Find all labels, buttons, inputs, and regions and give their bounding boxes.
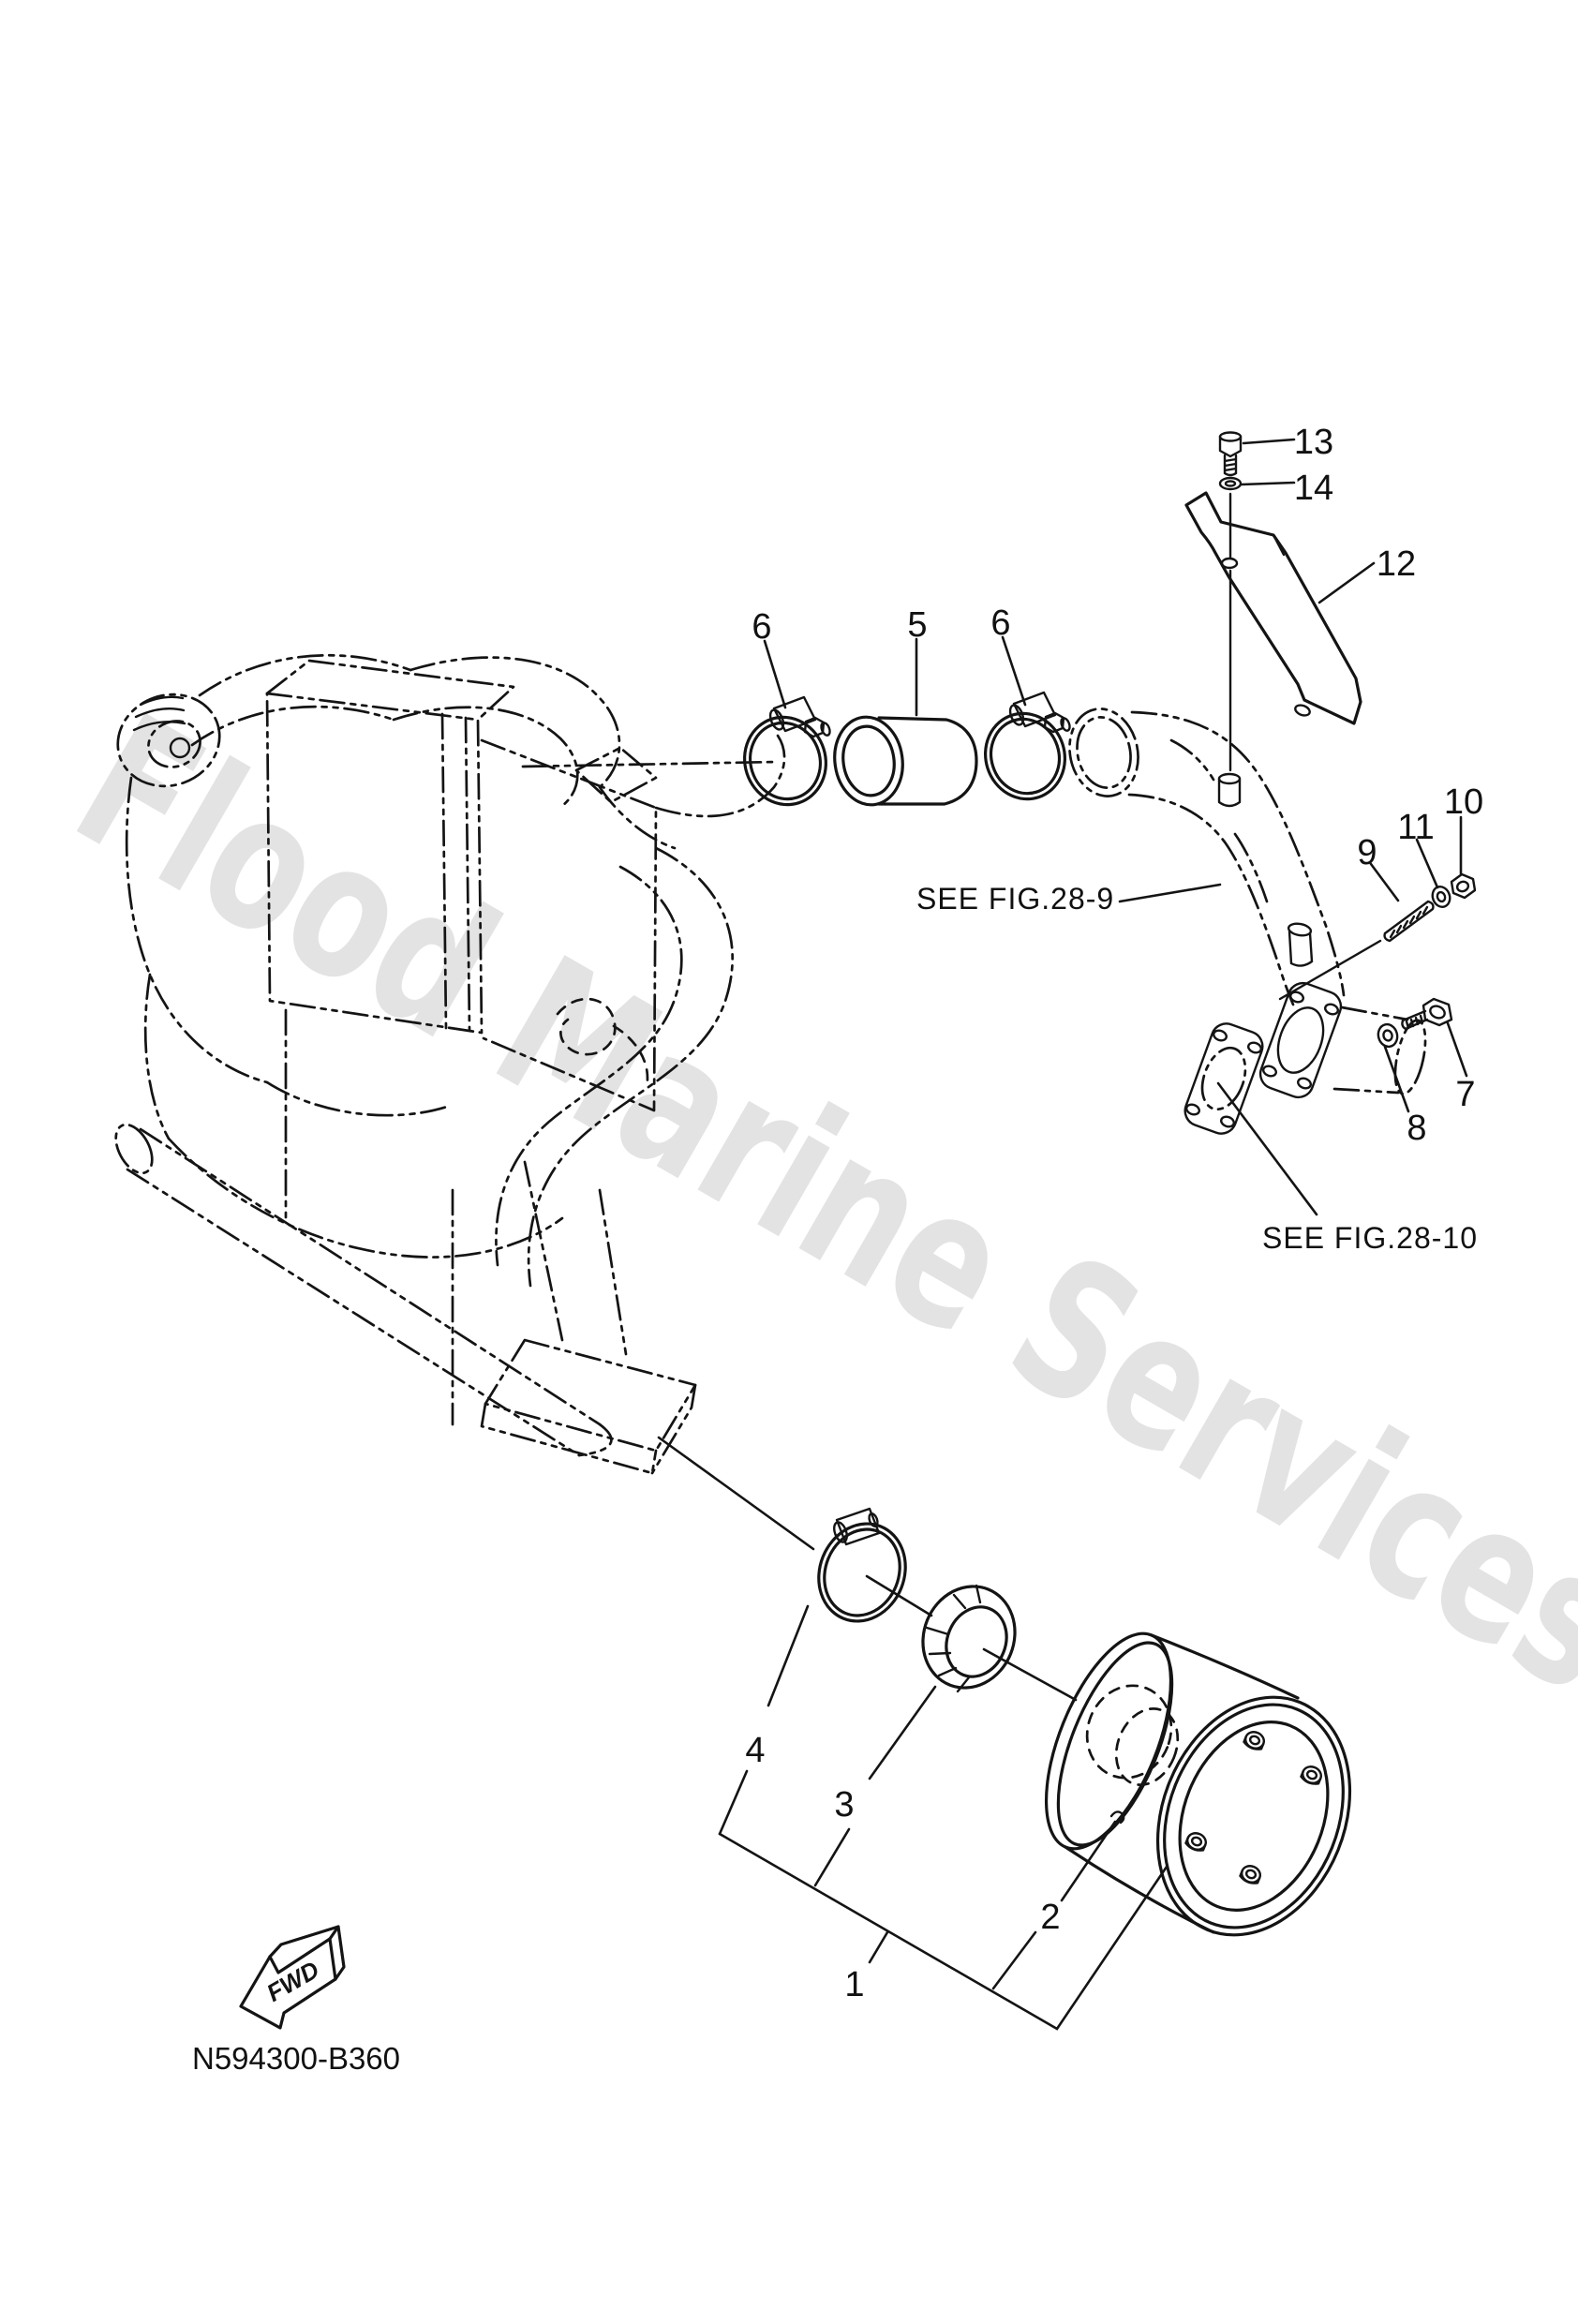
callout-6-right: 6 (990, 603, 1010, 643)
exhaust-pipe-reference (1068, 708, 1427, 1099)
muffler-face-nut (1243, 1731, 1266, 1750)
leader-lines (657, 438, 1468, 2031)
muffler-face-nut (1239, 1865, 1262, 1885)
callout-14: 14 (1294, 469, 1333, 508)
see-fig-28-9-label: SEE FIG.28-9 (916, 882, 1114, 916)
bolt-7 (1401, 997, 1453, 1031)
nut-10 (1450, 872, 1477, 900)
bolt-13 (1218, 431, 1243, 477)
bushing-ring-3 (921, 1584, 1017, 1693)
callout-6-left: 6 (752, 607, 771, 647)
callout-5: 5 (907, 605, 927, 645)
callout-2: 2 (1040, 1898, 1060, 1937)
drawing-number: N594300-B360 (192, 2041, 400, 2076)
hose-clamp-6-left (743, 695, 831, 807)
watermark-text: Flood Marine Services (43, 675, 1578, 1736)
pipe-boss-lower (1287, 922, 1314, 967)
drain-pin-2 (1109, 1810, 1125, 1825)
callout-7: 7 (1455, 1075, 1475, 1114)
hose-axis-line (521, 760, 780, 768)
callout-labels: 13 14 12 6 5 6 9 11 10 7 8 4 3 1 2 (745, 423, 1483, 2004)
callout-1: 1 (844, 1965, 864, 2004)
callout-11: 11 (1397, 808, 1434, 847)
washer-14 (1218, 476, 1243, 491)
stud-9 (1278, 900, 1435, 1001)
bracket-12 (1184, 491, 1362, 725)
pipe-flange (1258, 981, 1343, 1099)
gasket-reference (1184, 1022, 1264, 1135)
see-fig-28-10-label: SEE FIG.28-10 (1262, 1221, 1478, 1255)
washer-8 (1377, 1022, 1399, 1049)
muffler-face-nut (1300, 1765, 1323, 1785)
muffler-inlet-dashed (1085, 1684, 1173, 1780)
muffler-face-nut (1184, 1832, 1208, 1852)
callout-8: 8 (1407, 1109, 1426, 1148)
callout-12: 12 (1377, 544, 1416, 584)
engine-reference-outline (114, 653, 786, 1475)
hose-5 (833, 715, 978, 807)
callout-3: 3 (834, 1785, 854, 1825)
fwd-arrow: FWD (239, 1925, 346, 2030)
muffler-1 (1044, 1631, 1352, 1937)
pipe-boss-upper (1217, 772, 1242, 808)
muffler-clamp-4 (817, 1507, 907, 1623)
callout-10: 10 (1444, 782, 1483, 822)
callout-9: 9 (1357, 833, 1377, 872)
callout-13: 13 (1294, 423, 1333, 462)
callout-4: 4 (745, 1731, 765, 1770)
hose-clamp-6-right (984, 691, 1071, 801)
